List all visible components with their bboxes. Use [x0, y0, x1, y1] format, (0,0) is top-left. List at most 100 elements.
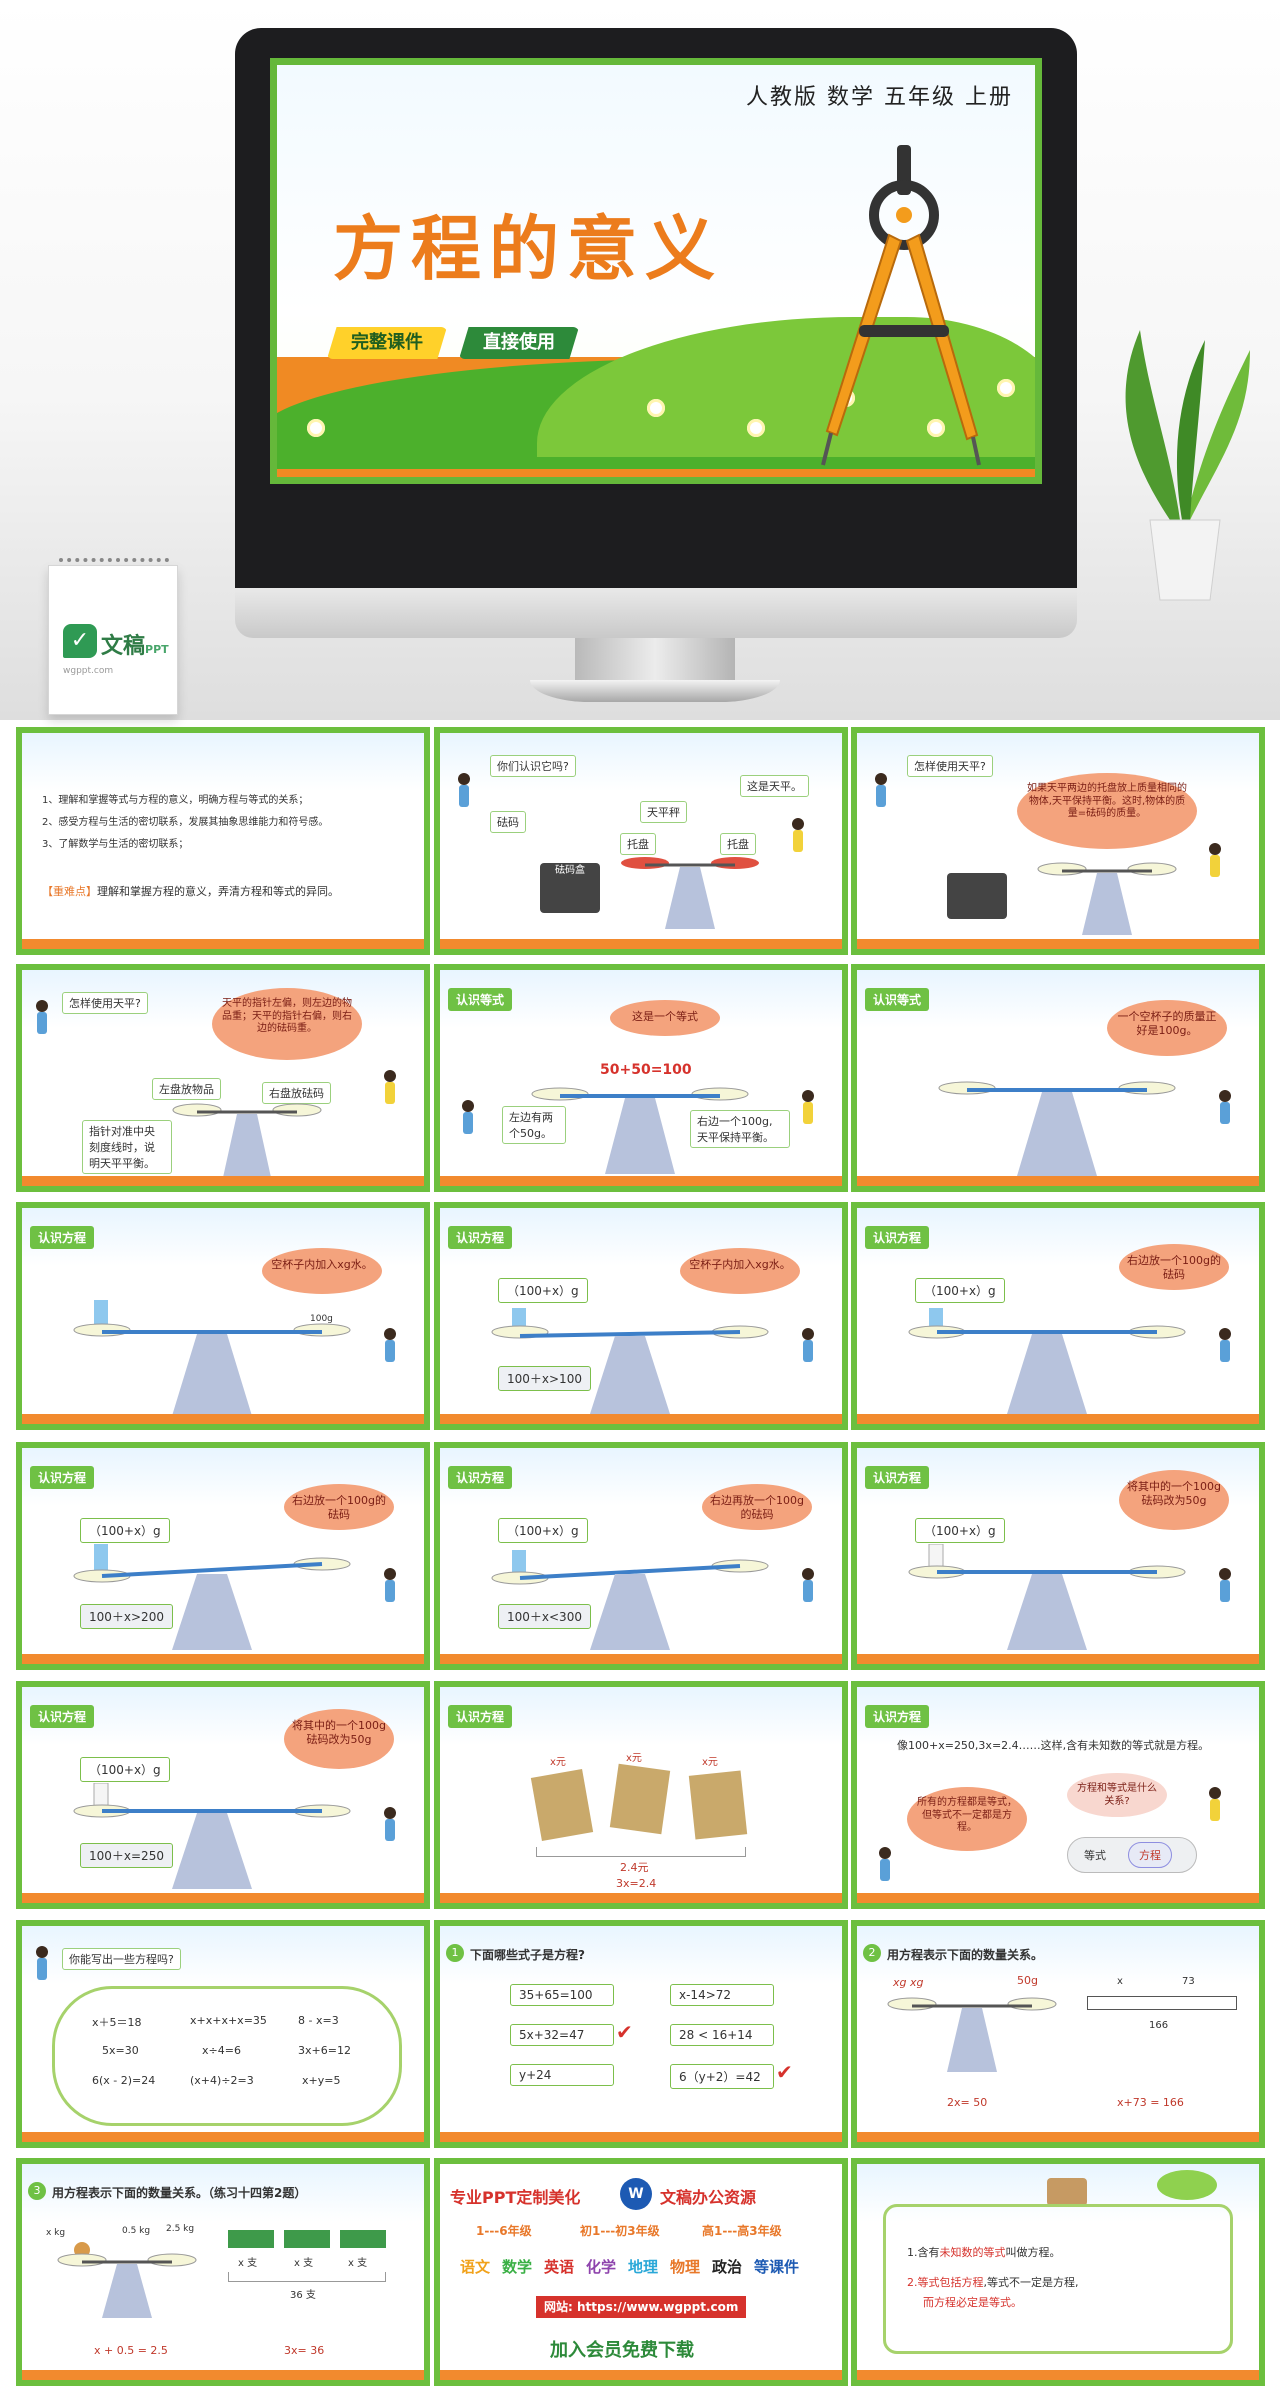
slide-add-weight-100[interactable]: 认识方程 （100+x）g 右边放一个100g的砝码 [851, 1202, 1265, 1430]
section-tag: 认识方程 [865, 1226, 930, 1249]
question-number: 1 [446, 1944, 464, 1962]
brand-logo-icon: W [620, 2178, 652, 2210]
question-note: 你能写出一些方程吗? [62, 1948, 181, 1970]
summary-line-1: 1.含有未知数的等式叫做方程。 [907, 2244, 1061, 2260]
label-weights: 砝码 [490, 811, 526, 833]
subject-politics: 政治 [712, 2258, 743, 2276]
section-tag: 认识等式 [448, 988, 513, 1011]
calendar-brand-suffix: PPT [145, 643, 169, 656]
slide-add-water[interactable]: 认识方程 空杯子内加入xg水。 100g [16, 1202, 430, 1430]
subject-english: 英语 [544, 2258, 575, 2276]
section-tag: 认识方程 [30, 1466, 95, 1489]
eq-cell: 8 - x=3 [298, 2014, 339, 2027]
website-link[interactable]: 网站: https://www.wgppt.com [536, 2296, 747, 2318]
price-label-1: x元 [550, 1757, 566, 1768]
boy-icon [382, 1328, 398, 1366]
slide-header [22, 733, 424, 791]
expression-box[interactable]: y+24 [510, 2064, 614, 2086]
boy-icon [460, 1100, 476, 1138]
segment-bar [1087, 1996, 1237, 2010]
slide-summary[interactable]: 1.含有未知数的等式叫做方程。 2.等式包括方程,等式不一定是方程, 而方程必定… [851, 2158, 1265, 2386]
summary-line-1-post: 叫做方程。 [1005, 2246, 1061, 2259]
balance-scale-icon [531, 1087, 749, 1174]
eq-cell: 6(x - 2)=24 [92, 2074, 156, 2087]
section-tag: 认识方程 [865, 1466, 930, 1489]
slide-equals-250[interactable]: 认识方程 （100+x）g 将其中的一个100g砝码改为50g 100＋x=25… [16, 1681, 430, 1909]
slide-greater-200[interactable]: 认识方程 （100+x）g 右边放一个100g的砝码 100＋x>200 [16, 1442, 430, 1670]
equality-set: 等式 方程 [1067, 1837, 1197, 1873]
calendar-brand: 文稿PPT [101, 628, 169, 660]
summary-line-2: 2.等式包括方程,等式不一定是方程, [907, 2274, 1079, 2290]
calendar-url: wgppt.com [63, 666, 114, 676]
eq-cell: 5x=30 [102, 2044, 139, 2057]
right-plate-note: 右盘放砝码 [262, 1082, 331, 1104]
expression-box[interactable]: 28 < 16+14 [670, 2024, 774, 2046]
slide-which-equations[interactable]: 1 下面哪些式子是方程? 35+65=100 5x+32=47 y+24 x-1… [434, 1920, 848, 2148]
slide-know-it[interactable]: 你们认识它吗? 这是天平。 砝码 天平秤 托盘 托盘 砝码盒 [434, 727, 848, 955]
expression-box[interactable]: 35+65=100 [510, 1984, 614, 2006]
slide-notebooks[interactable]: 认识方程 x元 x元 x元 2.4元 3x=2.4 [434, 1681, 848, 1909]
summary-line-1-highlight: 未知数的等式 [939, 2246, 1006, 2259]
girl-icon [382, 1070, 398, 1108]
pencil-bundle-icon [284, 2230, 330, 2248]
expression-box[interactable]: x-14>72 [670, 1984, 774, 2006]
slide-header [22, 2164, 424, 2222]
cup-label: （100+x）g [80, 1757, 170, 1782]
goal-line-1: 1、理解和掌握等式与方程的意义，明确方程与等式的关系； [42, 795, 309, 806]
slide-equality[interactable]: 认识等式 这是一个等式 50+50=100 左边有两个50g。 右边一个100g… [434, 964, 848, 1192]
join-member[interactable]: 加入会员免费下载 [550, 2340, 694, 2361]
grade-primary: 1---6年级 [476, 2224, 532, 2238]
boy-icon [873, 773, 889, 811]
weight-bubble: 将其中的一个100g砝码改为50g [284, 1709, 394, 1769]
boy-icon [800, 1568, 816, 1606]
section-tag: 认识等式 [865, 988, 930, 1011]
cover-slide[interactable]: 人教版 数学 五年级 上册 方程的意义 完整课件 直接使用 [270, 58, 1042, 484]
question-bubble: 方程和等式是什么关系? [1067, 1773, 1167, 1817]
total-brace [228, 2272, 386, 2282]
balance-scale-icon [73, 1544, 351, 1650]
pencil-bundle-icon [228, 2230, 274, 2248]
right-note: 右边一个100g,天平保持平衡。 [690, 1110, 790, 1148]
balance-scale-icon [908, 1308, 1186, 1414]
expression-box[interactable]: 5x+32=47 [510, 2024, 614, 2046]
brand-calendar: ✓ 文稿PPT wgppt.com [48, 558, 178, 715]
label-0-5kg: 0.5 kg [122, 2226, 151, 2236]
slide-greater-100[interactable]: 认识方程 （100+x）g 空杯子内加入xg水。 100＋x>100 [434, 1202, 848, 1430]
expression-box[interactable]: 6（y+2）=42 [670, 2064, 774, 2089]
slide-write-equations[interactable]: 你能写出一些方程吗? x＋5＝18 x+x+x+x=35 8 - x=3 5x=… [16, 1920, 430, 2148]
slide-header [857, 1926, 1259, 1984]
balance-scale-icon [938, 1081, 1176, 1176]
cup-bubble: 一个空杯子的质量正好是100g。 [1107, 1000, 1227, 1056]
explain-bubble: 如果天平两边的托盘放上质量相同的物体,天平保持平衡。这时,物体的质量=砝码的质量… [1017, 773, 1197, 849]
inequality-result: 100＋x>200 [80, 1604, 173, 1629]
slide-empty-cup[interactable]: 认识等式 一个空杯子的质量正好是100g。 [851, 964, 1265, 1192]
total-brace [536, 1847, 746, 1857]
website-url: https://www.wgppt.com [577, 2300, 739, 2314]
question-title: 用方程表示下面的数量关系。（练习十四第2题） [52, 2186, 307, 2200]
leaf-icon [1157, 2170, 1217, 2200]
weight-bubble: 右边放一个100g的砝码 [1119, 1244, 1229, 1290]
price-label-3: x元 [702, 1757, 718, 1768]
slide-how-use-1[interactable]: 怎样使用天平? 如果天平两边的托盘放上质量相同的物体,天平保持平衡。这时,物体的… [851, 727, 1265, 955]
total-branch: 36 支 [290, 2290, 316, 2301]
slide-objectives[interactable]: 1、理解和掌握等式与方程的意义，明确方程与等式的关系； 2、感受方程与生活的密切… [16, 727, 430, 955]
summary-line-2-highlight: 2.等式包括方程 [907, 2276, 984, 2289]
boy-icon [456, 773, 472, 811]
slide-change-50-a[interactable]: 认识方程 （100+x）g 将其中的一个100g砝码改为50g [851, 1442, 1265, 1670]
label-50g: 50g [1017, 1974, 1038, 1987]
slide-less-300[interactable]: 认识方程 （100+x）g 右边再放一个100g的砝码 100＋x<300 [434, 1442, 848, 1670]
slide-advert[interactable]: 专业PPT定制美化 W 文稿办公资源 1---6年级 初1---初3年级 高1-… [434, 2158, 848, 2386]
compass-icon [821, 145, 981, 466]
equation-1: 2x= 50 [947, 2096, 988, 2109]
notebook-icon [688, 1770, 748, 1840]
subject-physics: 物理 [670, 2258, 701, 2276]
slide-exercise-14[interactable]: 3 用方程表示下面的数量关系。（练习十四第2题） x kg 0.5 kg 2.5… [16, 2158, 430, 2386]
question-title: 下面哪些式子是方程? [470, 1948, 585, 1962]
flower-icon [307, 419, 325, 437]
slide-definition[interactable]: 认识方程 像100+x=250,3x=2.4……这样,含有未知数的等式就是方程。… [851, 1681, 1265, 1909]
slide-how-use-2[interactable]: 怎样使用天平? 天平的指针左偏，则左边的物品重；天平的指针右偏，则右边的砝码重。… [16, 964, 430, 1192]
label-xg: xg xg [893, 1976, 924, 1989]
slide-express-relation[interactable]: 2 用方程表示下面的数量关系。 xg xg 50g 2x= 50 x 73 16… [851, 1920, 1265, 2148]
label-tray-right: 托盘 [720, 833, 756, 855]
advert-brand: 文稿办公资源 [660, 2188, 757, 2207]
